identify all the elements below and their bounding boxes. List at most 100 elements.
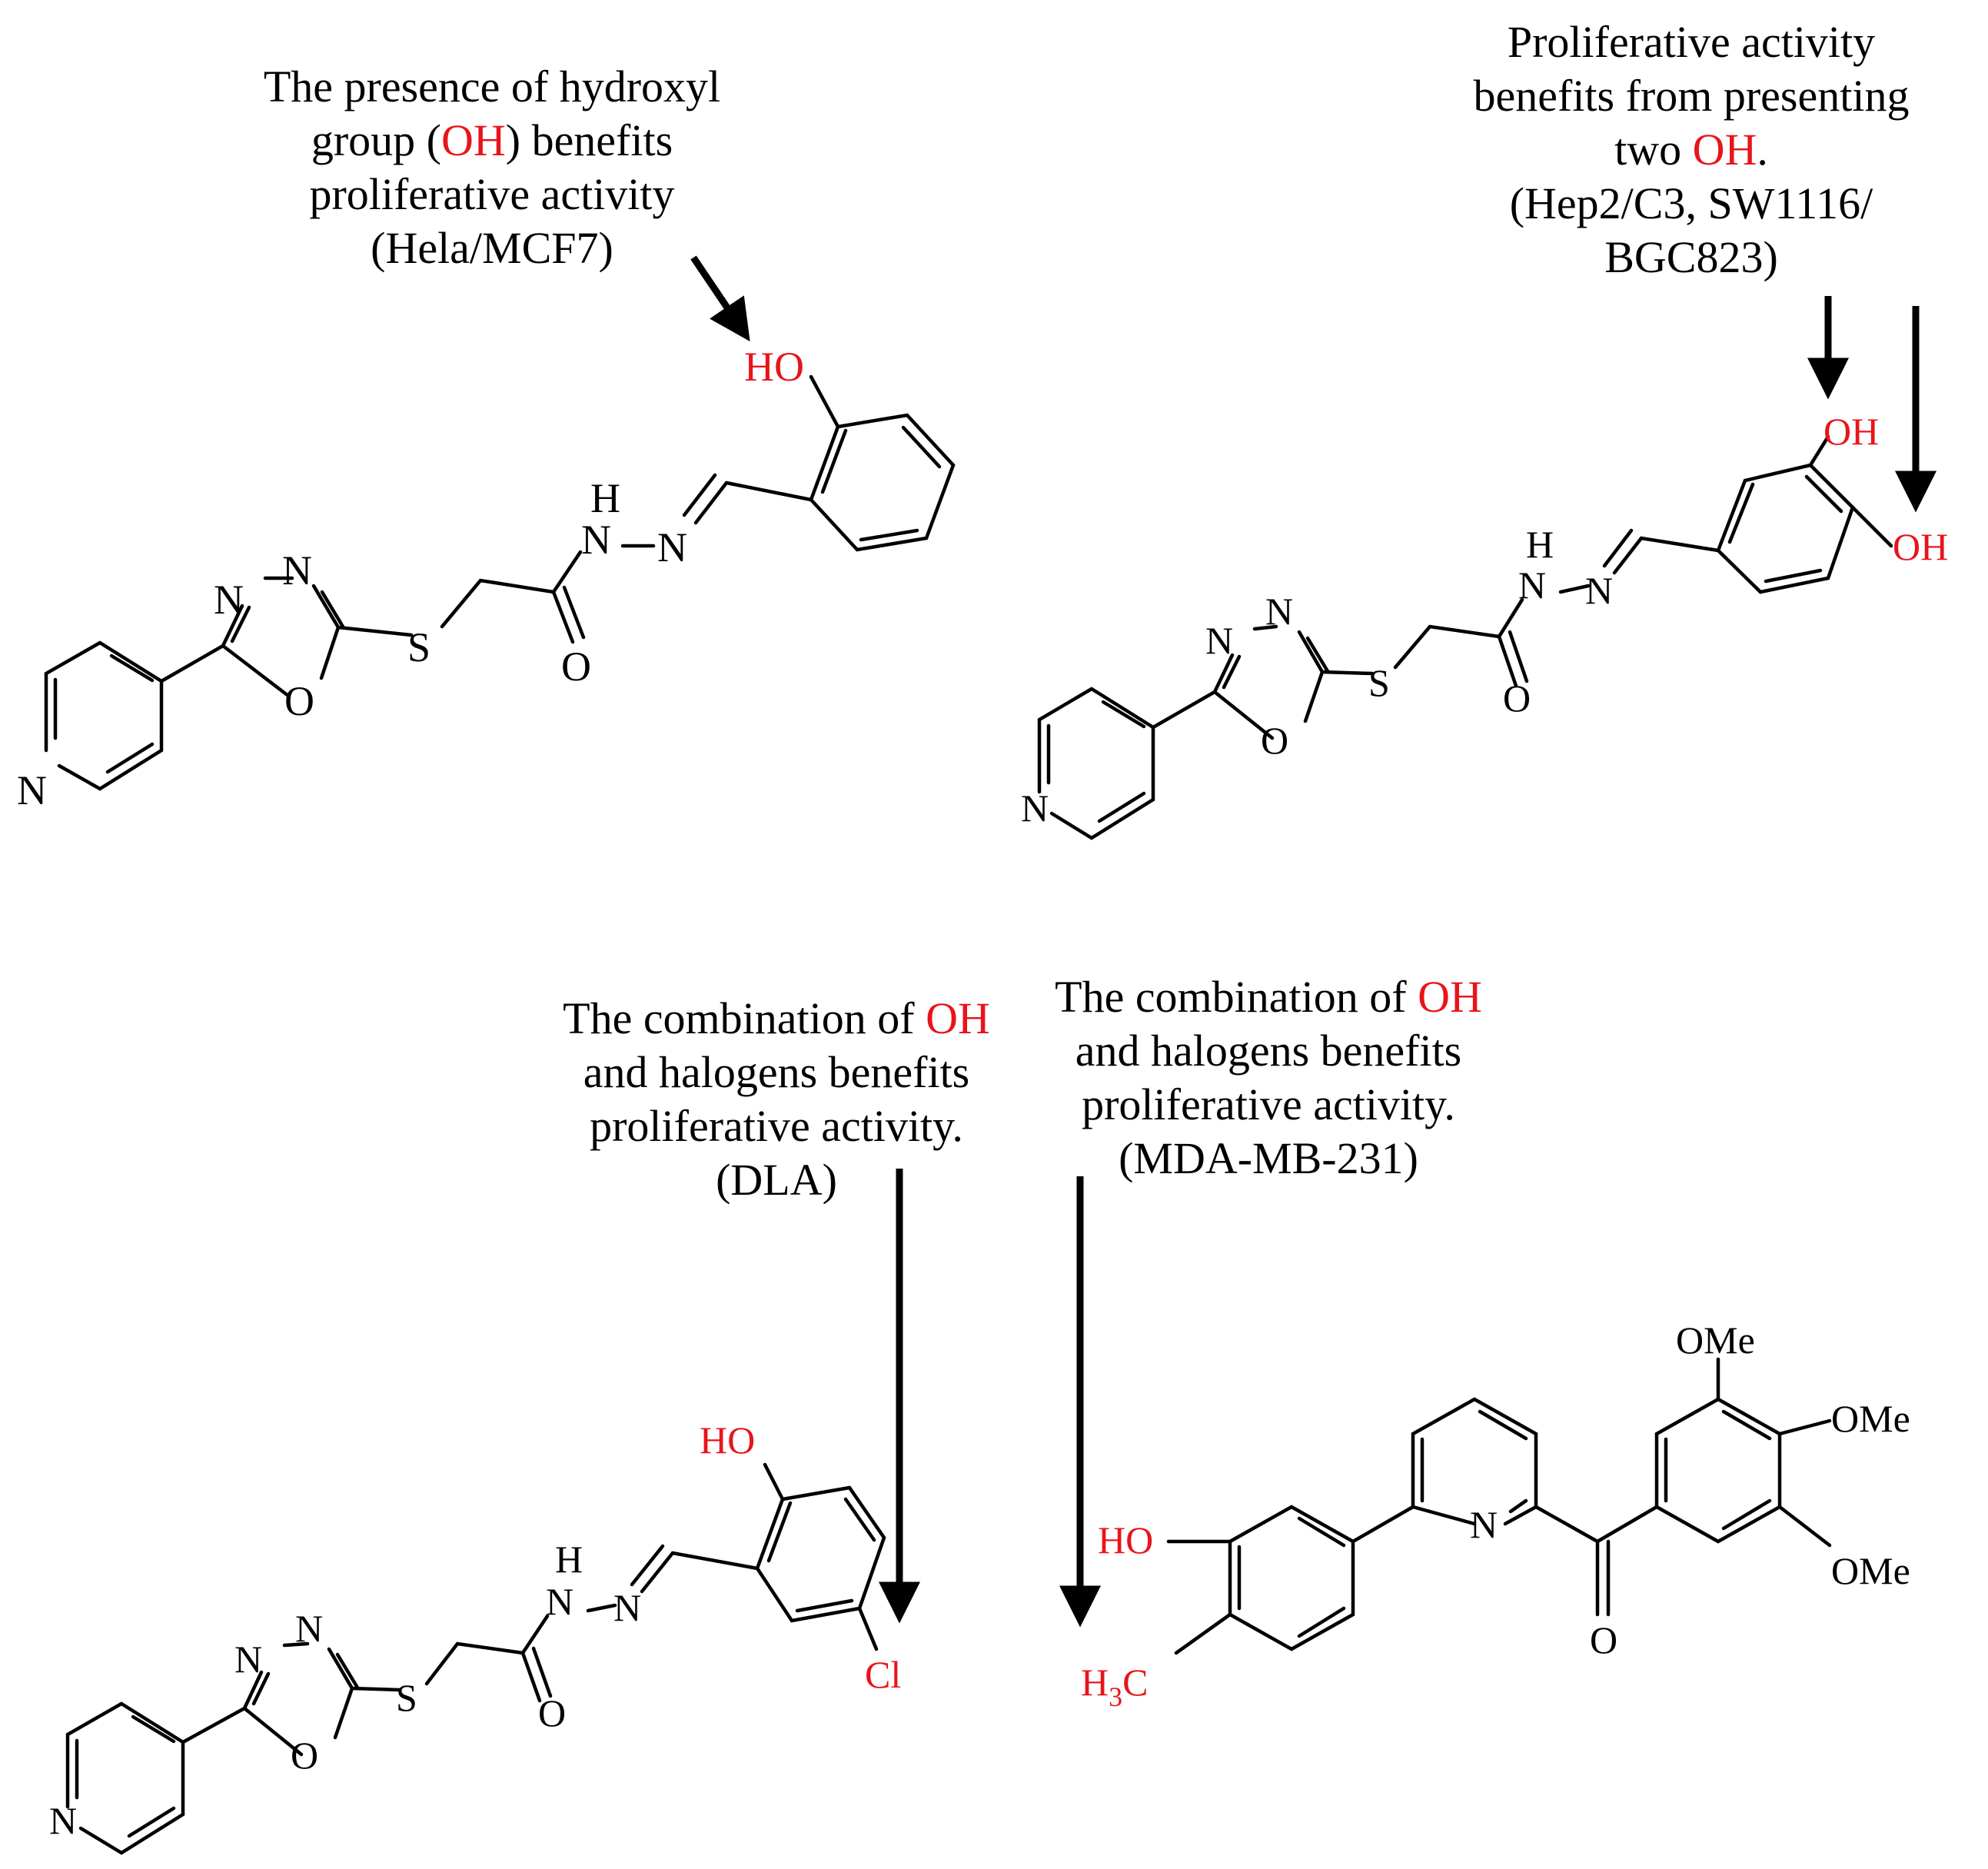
caption-line: two OH. [1614,125,1768,175]
chloro-label: Cl [865,1653,901,1696]
molecule-1-labels: N N N O S O H N N HO [17,344,804,813]
biaryl-bond [1351,1505,1415,1544]
hydroxyl-label: HO [744,344,804,390]
central-pyridine-ring [1411,1397,1538,1526]
amide-n: N [1518,564,1546,607]
amide-h: H [590,475,620,521]
chlorophenol-ring [755,1462,886,1651]
thioether-s: S [407,624,431,670]
molecule-trimethoxy-ketone [1166,1357,1832,1655]
ketone-o: O [1590,1618,1617,1661]
oxadiazole-n: N [295,1607,323,1650]
caption-bottom-right: The combination of OH and halogens benef… [953,970,1584,1186]
caption-line: Proliferative activity [1507,17,1876,67]
methoxy-label: OMe [1676,1319,1755,1362]
caption-line: and halogens benefits [1075,1026,1462,1076]
methoxy-label: OMe [1831,1397,1910,1440]
oxadiazole-n: N [214,577,244,623]
imine-bonds [630,1544,675,1594]
caption-line: group (OH) benefits [311,115,673,165]
oxadiazole-n: N [282,547,312,594]
caption-bottom-left: The combination of OH and halogens benef… [461,992,1092,1207]
amide-bonds [1497,584,1591,639]
caption-line: The combination of OH [563,993,990,1043]
vinyl-bond [724,481,813,502]
vinyl-bond [670,1551,760,1571]
oxadiazole-ring [221,576,345,698]
carbonyl-o: O [538,1691,566,1734]
oh-highlight: OH [1692,125,1757,175]
oxadiazole-ring [1212,624,1330,740]
vinyl-bond [1639,536,1720,553]
caption-line: (DLA) [716,1155,837,1205]
imine-bonds [682,473,729,525]
thioether-s: S [1368,661,1390,704]
pyridine-ring [44,640,164,791]
amide-n: N [581,517,611,563]
amide-h: H [1526,523,1554,566]
molecule-chloro-hydroxy-derivative [65,1462,886,1855]
molecule-hydroxy-derivative [44,374,956,791]
carbonyl-o: O [1503,677,1531,720]
amide-bonds [520,1603,617,1655]
caption-line: (Hela/MCF7) [371,223,613,273]
arrows [690,255,1936,1628]
thioether-bonds [1320,624,1501,676]
amide-n: N [546,1580,573,1623]
thioether-bonds [350,1641,525,1692]
caption-top-left: The presence of hydroxyl group (OH) bene… [185,60,800,275]
pyridine-ring [1037,687,1155,840]
amide-bonds [551,544,656,594]
oxadiazole-o: O [284,678,314,724]
caption-line: The combination of OH [1055,972,1482,1022]
ring-link-bond [159,644,225,683]
imine-n: N [613,1586,641,1629]
para-hydroxyl-label: OH [1893,525,1948,568]
caption-line: benefits from presenting [1473,71,1910,121]
caption-line: (Hep2/C3, SW1116/ [1509,178,1873,228]
molecule-2-labels: N N N O S O H N N OH OH [1021,410,1948,830]
imine-bonds [1602,528,1644,575]
caption-line: proliferative activity [309,169,675,219]
oxadiazole-n: N [1265,590,1293,633]
meta-hydroxyl-label: OH [1823,410,1879,453]
ketone-bonds [1534,1505,1659,1617]
arrow-to-hydroxyl [690,255,750,342]
oh-highlight: OH [440,115,506,165]
ring-link-bond [1151,690,1217,730]
molecule-3-labels: N N N O S O H N N HO Cl [49,1418,901,1842]
carbonyl-bond [1497,630,1529,688]
caption-line: proliferative activity. [1082,1079,1455,1129]
hydroxyl-label: HO [700,1418,755,1462]
carbonyl-bond [551,585,586,644]
oxadiazole-o: O [291,1734,318,1777]
molecule-4-labels: N O OMe OMe OMe HO H3C [1081,1319,1910,1712]
thioether-s: S [396,1676,417,1719]
imine-n: N [657,524,687,570]
phenol-ring [809,374,956,552]
caption-line: and halogens benefits [583,1047,970,1097]
oxadiazole-n: N [1205,619,1233,662]
oh-highlight: OH [1418,972,1482,1022]
caption-line: proliferative activity. [590,1101,963,1151]
caption-top-right: Proliferative activity benefits from pre… [1376,15,1988,284]
pyridine-n: N [17,767,47,813]
oh-highlight: OH [926,993,990,1043]
hydroxyl-label: HO [1098,1518,1153,1561]
thioether-bonds [336,578,556,637]
amide-h: H [555,1538,583,1581]
caption-line: The presence of hydroxyl [263,62,721,111]
ring-link-bond [181,1706,247,1744]
carbonyl-bond [520,1646,553,1703]
catechol-ring [1716,434,1893,594]
molecule-dihydroxy-derivative [1037,434,1893,840]
imine-n: N [1585,569,1613,612]
trimethoxyphenyl-ring [1654,1357,1832,1548]
oxadiazole-n: N [234,1638,262,1681]
methyl-label: H3C [1081,1661,1148,1712]
pyridine-ring [65,1701,185,1855]
caption-line: BGC823) [1604,232,1778,282]
methoxy-label: OMe [1831,1549,1910,1592]
oxadiazole-ring [242,1641,360,1757]
